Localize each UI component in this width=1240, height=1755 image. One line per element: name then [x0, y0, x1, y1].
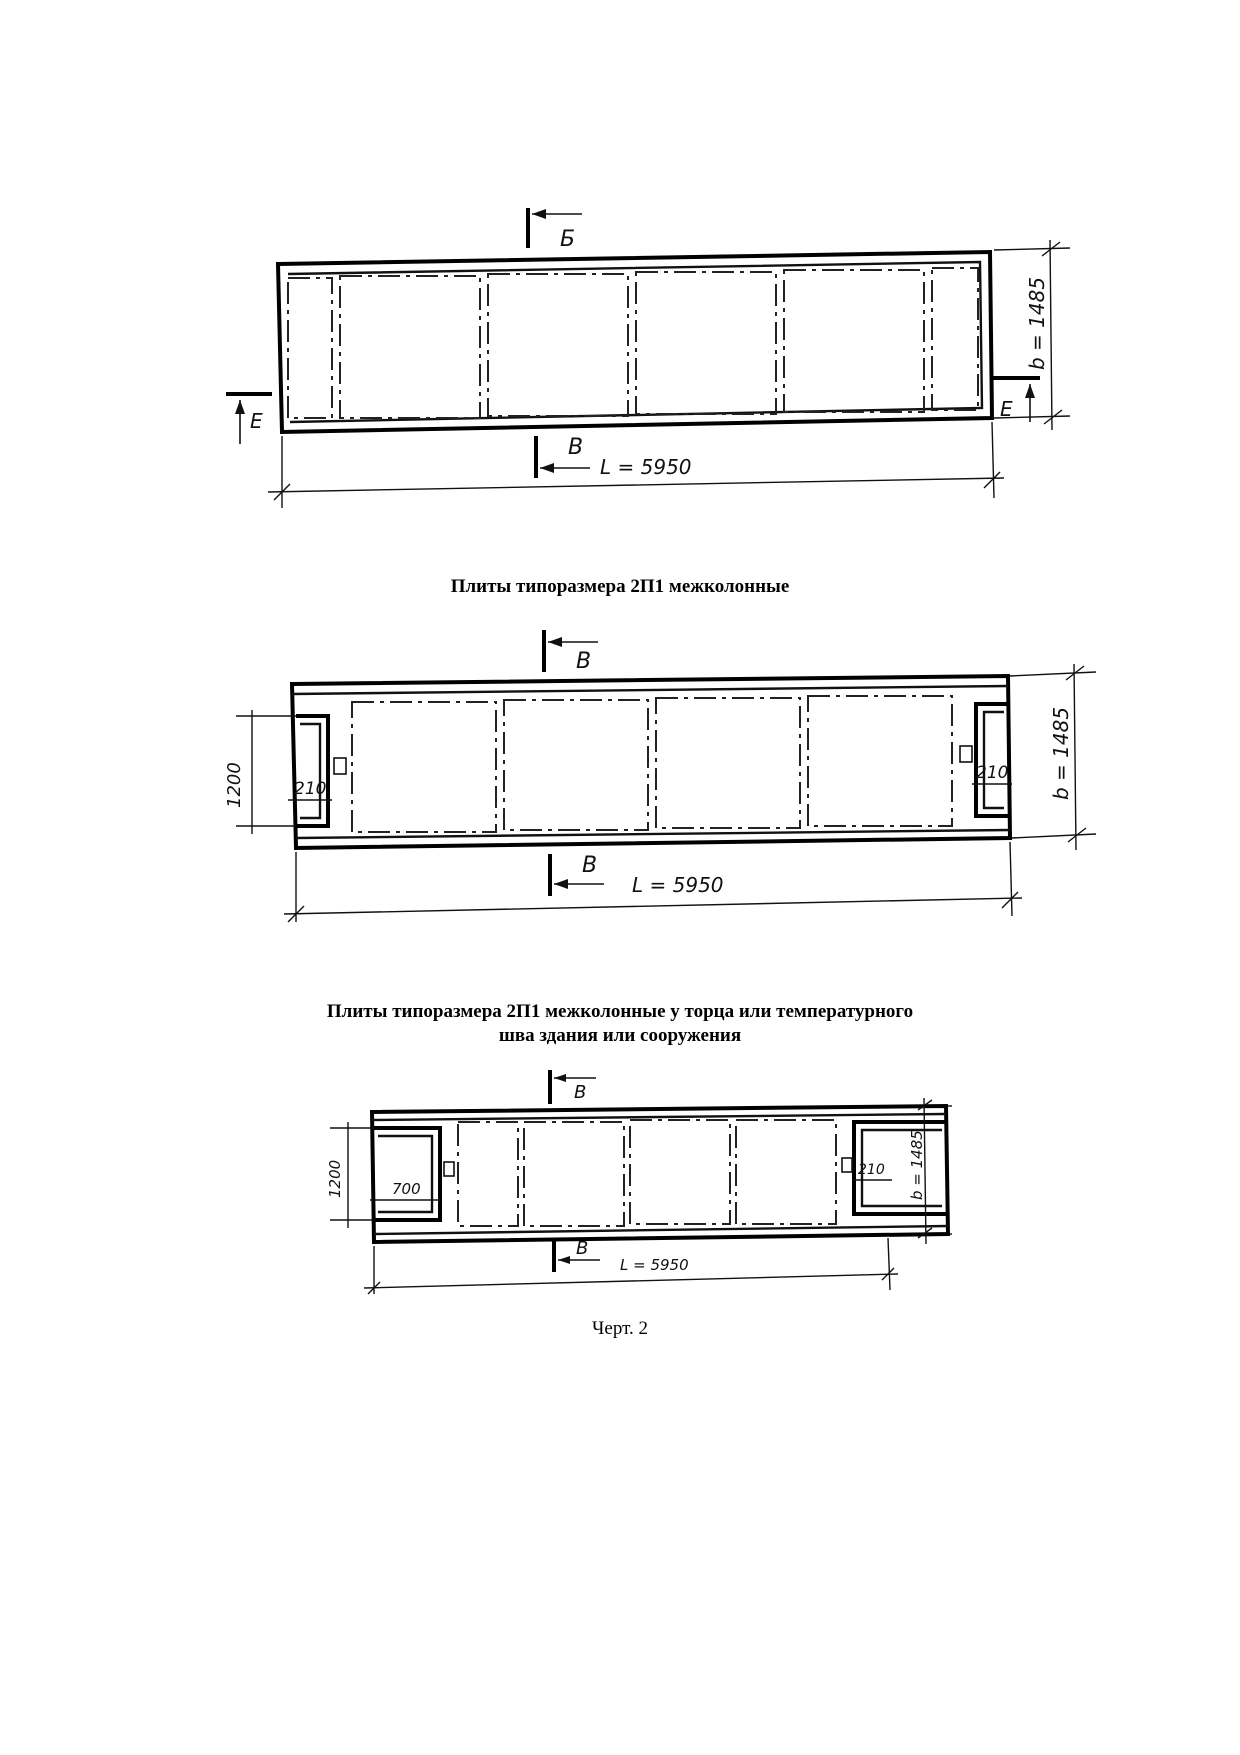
notch-right: [852, 1120, 946, 1216]
caption-2p1: Плиты типоразмера 2П1 межколонные: [450, 576, 790, 597]
section-mark-top: В: [542, 630, 598, 674]
section-label-bottom: В: [576, 1238, 588, 1259]
notch-left-label: 210: [294, 779, 326, 799]
slab-drawing-2p1-end-small: В В 1200 700 210 b = 1485 L = 5950: [0, 1070, 1240, 1310]
section-label-left: Е: [250, 409, 263, 433]
slab-panels: [457, 1119, 837, 1227]
notch-right-dimension: 210: [852, 1162, 892, 1181]
section-label-bottom: В: [582, 853, 597, 878]
notch-left: [296, 714, 330, 828]
notch-height-dimension: 1200: [224, 710, 296, 834]
notch-height-label: 1200: [224, 762, 245, 808]
notch-right-label: 210: [858, 1162, 885, 1178]
height-dimension: b = 1485: [1009, 663, 1097, 851]
slab-outline: [289, 673, 1013, 851]
slab-panels: [351, 695, 953, 833]
embedded-part-left: [333, 757, 347, 775]
notch-right-label: 210: [976, 763, 1008, 783]
section-mark-bottom: В: [548, 853, 604, 896]
notch-right: [974, 702, 1008, 818]
embedded-part-right: [841, 1157, 853, 1173]
caption-line-1: Плиты типоразмера 2П1 межколонные у торц…: [326, 1001, 914, 1022]
slab-outline: [275, 249, 995, 435]
length-dimension: L = 5950: [363, 1237, 899, 1295]
length-dim-label: L = 5950: [600, 455, 692, 479]
section-mark-top: Б: [526, 208, 582, 252]
section-mark-left: Е: [226, 392, 272, 444]
caption-2p1-end: Плиты типоразмера 2П1 межколонные у торц…: [0, 1000, 1240, 1048]
embedded-part-left: [443, 1161, 455, 1177]
notch-right-dimension: 210: [972, 763, 1012, 785]
length-dim-label: L = 5950: [632, 873, 724, 897]
caption-line-2: шва здания или сооружения: [498, 1025, 742, 1046]
slab-drawing-2p1: Б В Е Е b = 1485 L = 5950: [0, 190, 1240, 520]
notch-left-dimension: 700: [370, 1180, 440, 1201]
slab-panels: [287, 267, 979, 419]
section-mark-right: Е: [992, 376, 1040, 422]
slab-drawing-2p1-end: В В 1200 210 210 b = 1485 L = 5950: [0, 620, 1240, 940]
notch-height-dimension: 1200: [326, 1122, 374, 1228]
section-label-top: В: [574, 1082, 586, 1103]
section-mark-bottom: В: [534, 435, 590, 478]
figure-label: Черт. 2: [592, 1318, 648, 1339]
height-dim-label: b = 1485: [1025, 277, 1049, 370]
section-label-right: Е: [1000, 397, 1013, 421]
section-label-top: Б: [560, 227, 575, 252]
notch-height-label: 1200: [326, 1160, 344, 1198]
section-label-bottom: В: [568, 435, 583, 460]
length-dim-label: L = 5950: [620, 1256, 689, 1274]
length-dimension: L = 5950: [283, 841, 1023, 923]
height-dimension: b = 1485: [993, 239, 1071, 431]
section-mark-top: В: [548, 1070, 596, 1104]
height-dimension: b = 1485: [908, 1097, 952, 1245]
notch-left-dimension: 210: [288, 779, 332, 801]
section-mark-bottom: В: [552, 1238, 600, 1272]
length-dimension: L = 5950: [267, 421, 1005, 508]
notch-left-label: 700: [392, 1180, 421, 1198]
embedded-part-right: [959, 745, 973, 763]
notch-left: [374, 1126, 442, 1222]
height-dim-label: b = 1485: [1049, 707, 1073, 800]
section-label-top: В: [576, 649, 591, 674]
slab-outline: [369, 1103, 951, 1245]
height-dim-label: b = 1485: [908, 1130, 926, 1200]
